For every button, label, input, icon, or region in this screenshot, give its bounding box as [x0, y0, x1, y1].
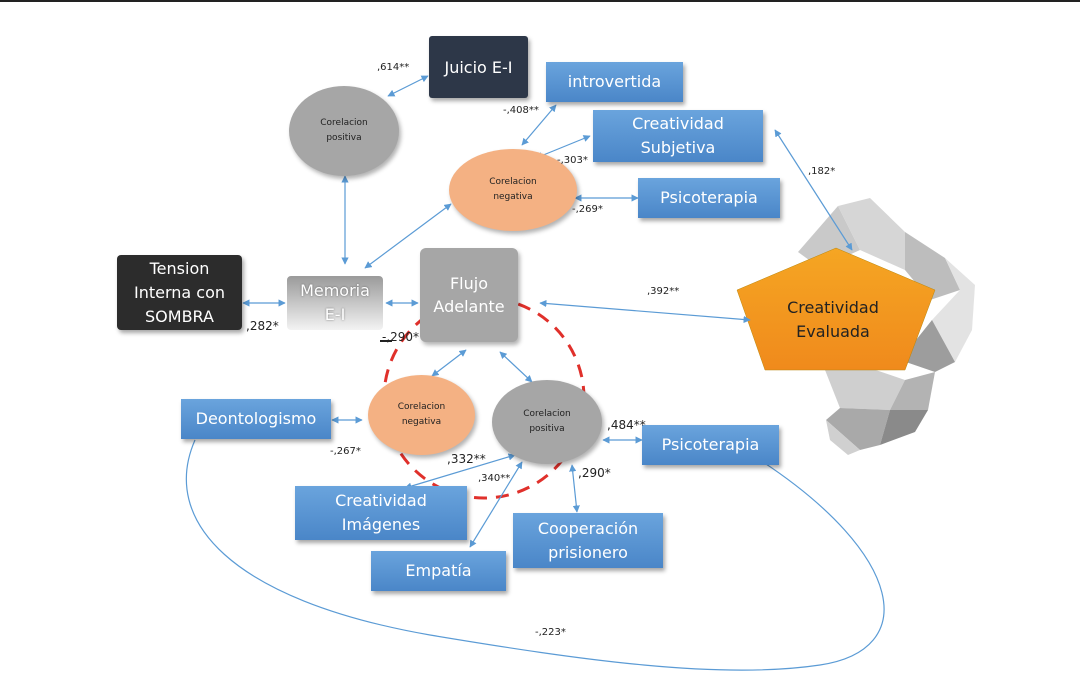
coef-long-curve: -,223* [535, 627, 566, 638]
arrow-flujo-corrpos [499, 351, 533, 383]
creatividad-evaluada-label: Creatividad Evaluada [787, 298, 879, 341]
coef-creatividad-evaluada: ,182* [808, 166, 836, 177]
corelacion-positiva-bottom-oval: Corelacion positiva [492, 380, 602, 464]
arrow-long-curve [185, 439, 885, 671]
coef-creatividad-subjetiva: -,303* [557, 155, 588, 166]
coef-empatia: ,340** [478, 473, 511, 484]
creatividad-subjetiva-box: Creatividad Subjetiva [593, 110, 763, 162]
arrow-imagenes-corrpos [404, 453, 516, 490]
coef-tension: ,282* [246, 319, 279, 333]
deontologismo-box: Deontologismo [181, 399, 331, 439]
corelacion-negativa-top-oval: Corelacion negativa [449, 149, 577, 231]
arrow-corrneg-introvertida [521, 104, 557, 146]
arrow-flujo-evaluada [539, 299, 751, 324]
arrow-memoria-corrneg [364, 203, 452, 269]
arrow-flujo-corrneg [431, 349, 467, 377]
coef-memoria-bottom: -,290* [382, 330, 420, 344]
coef-juicio: ,614** [377, 62, 410, 73]
arrow-empatia-corrpos [469, 461, 523, 548]
arrow-cooperacion-corrpos [569, 464, 580, 513]
memoria-ei-box: Memoria E-I [287, 276, 383, 330]
tension-interna-box: Tension Interna con SOMBRA [117, 255, 242, 330]
coef-cooperacion: ,290* [578, 466, 611, 480]
coef-deontologismo: -,267* [330, 446, 361, 457]
flujo-adelante-box: Flujo Adelante [420, 248, 518, 342]
cooperacion-box: Cooperación prisionero [513, 513, 663, 568]
coef-introvertida: -,408** [503, 105, 539, 116]
introvertida-box: introvertida [546, 62, 683, 102]
arrow-creatsubj-evaluada [774, 129, 853, 251]
juicio-ei-box: Juicio E-I [429, 36, 528, 98]
corelacion-negativa-bottom-oval: Corelacion negativa [368, 375, 475, 455]
iceberg-shape [798, 198, 975, 455]
empatia-box: Empatía [371, 551, 506, 591]
corelacion-positiva-top-oval: Corelacion positiva [289, 86, 399, 176]
top-border-line [0, 0, 1080, 2]
coef-psicoterapia-top: -,269* [572, 204, 603, 215]
coef-flujo-evaluada: ,392** [647, 286, 680, 297]
coef-psicoterapia-bottom: ,484** [607, 418, 646, 432]
creatividad-evaluada-pentagon [736, 247, 936, 371]
psicoterapia-bottom-box: Psicoterapia [642, 425, 779, 465]
creatividad-imagenes-box: Creatividad Imágenes [295, 486, 467, 540]
coef-imagenes: ,332** [447, 452, 486, 466]
psicoterapia-top-box: Psicoterapia [638, 178, 780, 218]
arrow-juicio-corrpos [387, 75, 429, 97]
